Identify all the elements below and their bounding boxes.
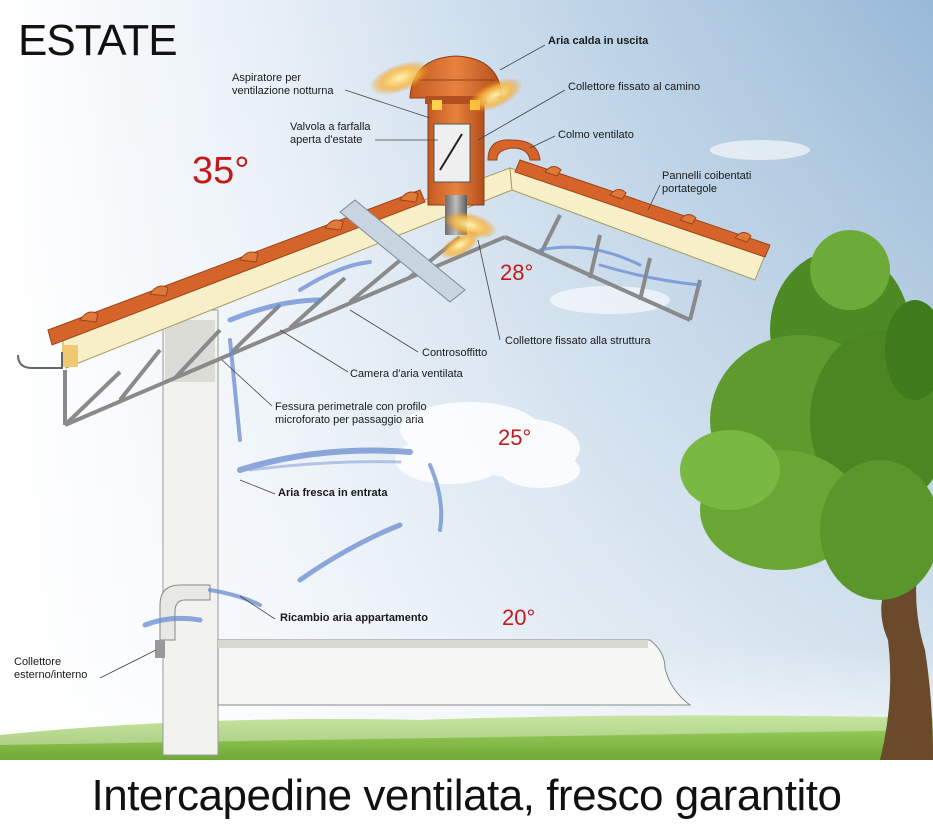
label-colmo: Colmo ventilato bbox=[558, 129, 634, 142]
label-valvola-line2: aperta d'estate bbox=[290, 134, 362, 147]
label-collettore-camino: Collettore fissato al camino bbox=[568, 81, 700, 94]
temperature-inside: 20° bbox=[502, 605, 535, 631]
collector-flange bbox=[155, 640, 165, 658]
label-aria-calda: Aria calda in uscita bbox=[548, 35, 648, 48]
label-camera-aria: Camera d'aria ventilata bbox=[350, 368, 463, 381]
label-aria-fresca: Aria fresca in entrata bbox=[278, 487, 387, 500]
label-pannelli-line1: Pannelli coibentati bbox=[662, 170, 751, 183]
wall bbox=[163, 310, 218, 755]
label-valvola-line1: Valvola a farfalla bbox=[290, 121, 371, 134]
eave-block bbox=[62, 345, 78, 367]
temperature-attic: 28° bbox=[500, 260, 533, 286]
label-collettore-esterno-line1: Collettore bbox=[14, 656, 61, 669]
label-fessura-line1: Fessura perimetrale con profilo bbox=[275, 401, 427, 414]
label-controsoffitto: Controsoffitto bbox=[422, 347, 487, 360]
temperature-outside: 35° bbox=[192, 150, 249, 193]
label-aspiratore-line2: ventilazione notturna bbox=[232, 85, 334, 98]
label-aspiratore-line1: Aspiratore per bbox=[232, 72, 301, 85]
season-title: ESTATE bbox=[18, 16, 177, 66]
label-fessura-line2: microforato per passaggio aria bbox=[275, 414, 424, 427]
label-ricambio-aria: Ricambio aria appartamento bbox=[280, 612, 428, 625]
label-pannelli-line2: portategole bbox=[662, 183, 717, 196]
floor-slab-edge bbox=[218, 640, 648, 648]
floor-slab bbox=[218, 640, 690, 705]
caption: Intercapedine ventilata, fresco garantit… bbox=[0, 760, 933, 831]
temperature-mid: 25° bbox=[498, 425, 531, 451]
label-collettore-struttura: Collettore fissato alla struttura bbox=[505, 335, 651, 348]
label-collettore-esterno-line2: esterno/interno bbox=[14, 669, 87, 682]
